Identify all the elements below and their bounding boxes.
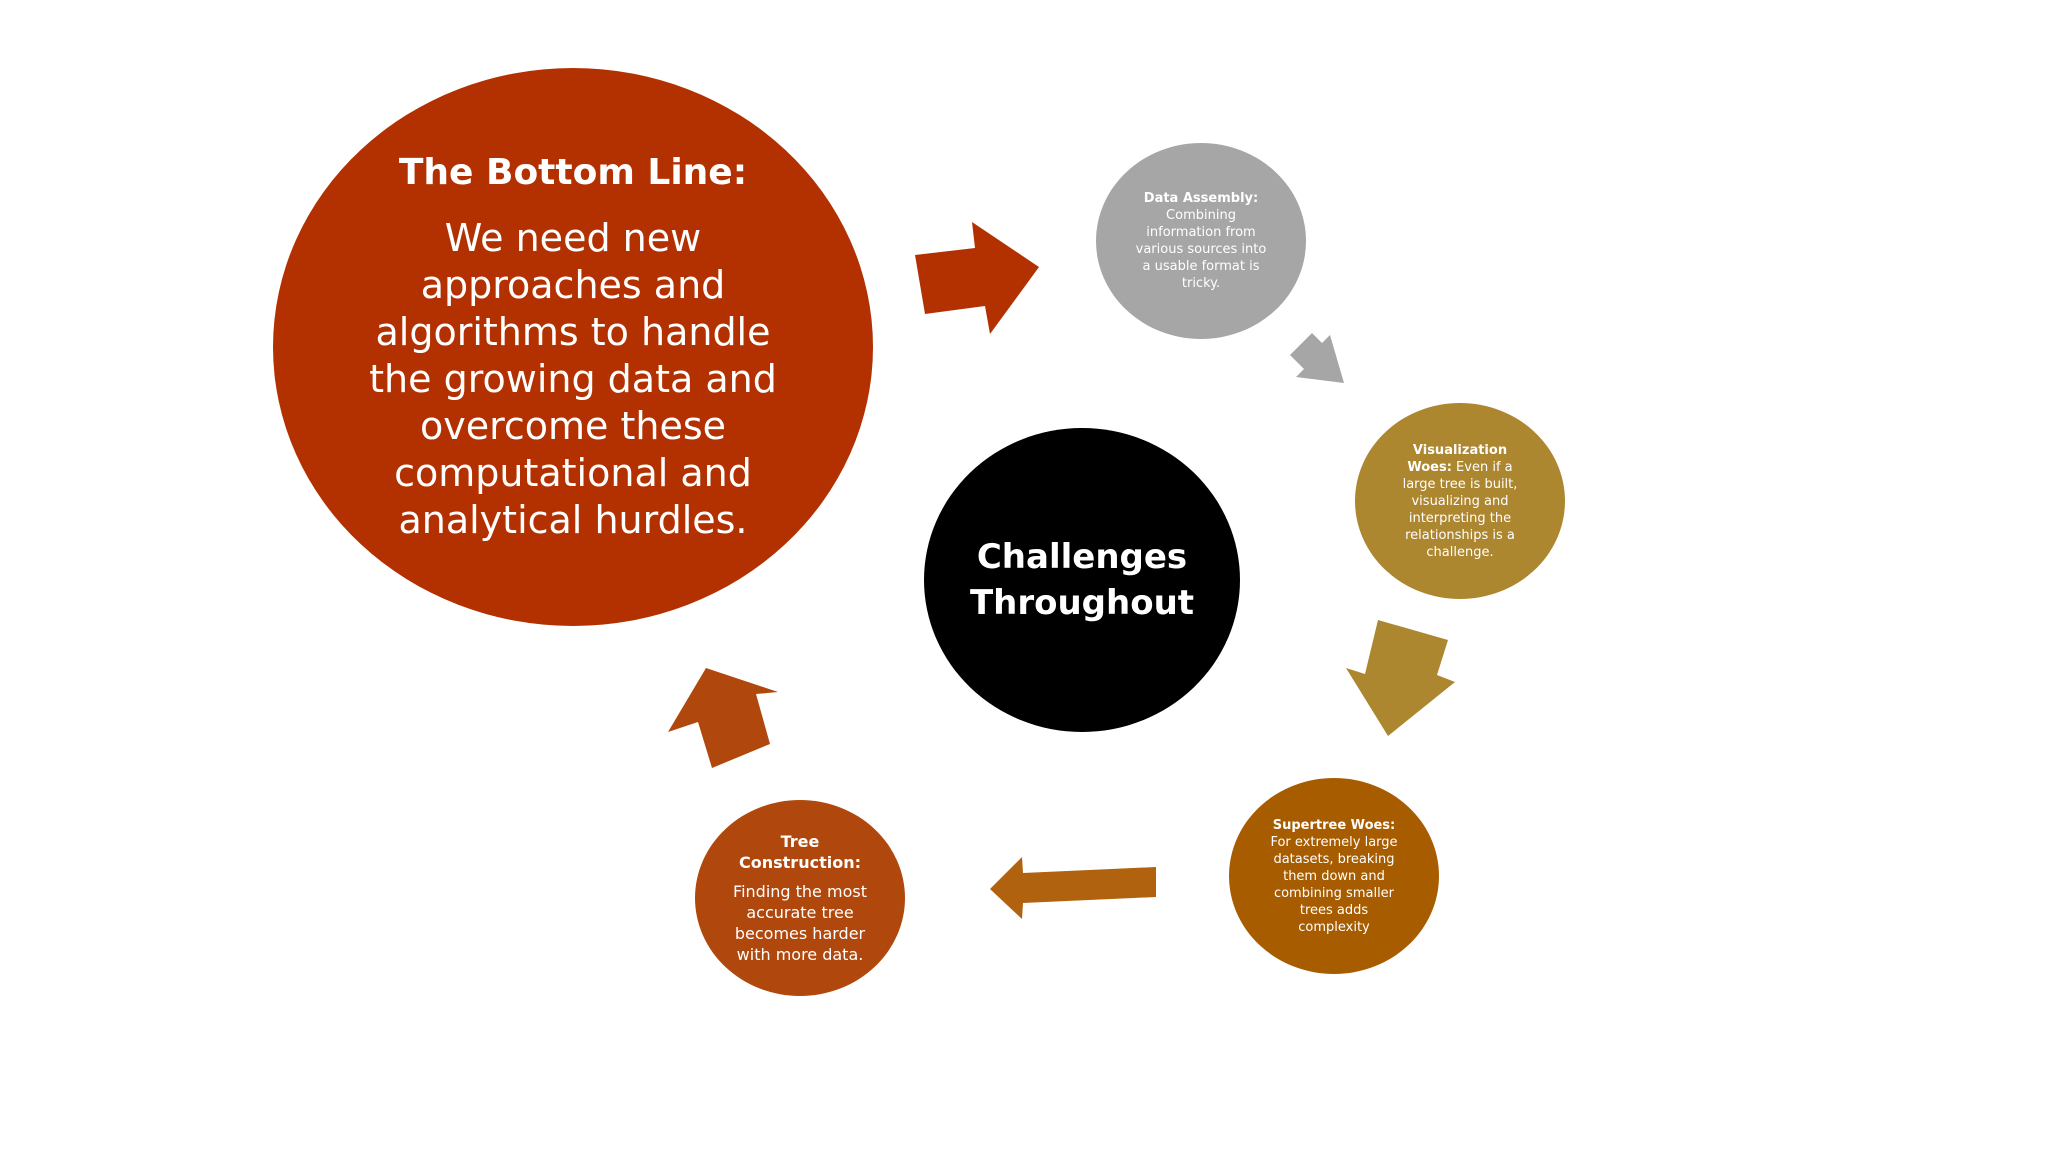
bottom-line-body: We need new approaches and algorithms to… <box>369 215 777 542</box>
arrow-to-supertree <box>1346 620 1455 736</box>
bottom-line-circle: The Bottom Line: We need new approaches … <box>273 68 873 626</box>
arrow-to-tree-construction <box>990 857 1156 919</box>
tree-construction-title: Tree Construction: <box>739 832 861 872</box>
data-assembly-title: Data Assembly: <box>1143 191 1259 206</box>
tree-construction-circle: Tree Construction: Finding the most accu… <box>695 800 905 996</box>
visualization-title: Visualization Woes: <box>1407 442 1508 475</box>
data-assembly-circle: Data Assembly: Combining information fro… <box>1096 143 1306 339</box>
arrow-to-tree-construction-shape <box>990 857 1156 919</box>
supertree-text: Supertree Woes: For extremely large data… <box>1263 817 1405 936</box>
arrow-to-bottom-line <box>668 668 778 768</box>
data-assembly-text: Data Assembly: Combining information fro… <box>1130 190 1272 292</box>
arrow-to-visualization-shape <box>1290 333 1344 383</box>
bottom-line-heading: The Bottom Line: <box>398 151 748 193</box>
supertree-title: Supertree Woes: <box>1272 817 1396 833</box>
data-assembly-body: Combining information from various sourc… <box>1135 208 1267 291</box>
visualization-text: Visualization Woes: Even if a large tree… <box>1389 442 1531 561</box>
arrow-to-bottom-line-shape <box>668 668 778 768</box>
center-label: Challenges Throughout <box>969 537 1195 623</box>
center-circle: Challenges Throughout <box>924 428 1240 732</box>
visualization-body: Even if a large tree is built, visualizi… <box>1402 459 1518 560</box>
supertree-body: For extremely large datasets, breaking t… <box>1270 834 1398 935</box>
arrow-to-supertree-shape <box>1346 620 1455 736</box>
visualization-circle: Visualization Woes: Even if a large tree… <box>1355 403 1565 599</box>
arrow-to-visualization <box>1290 333 1344 383</box>
supertree-circle: Supertree Woes: For extremely large data… <box>1229 778 1439 974</box>
arrow-to-data-assembly-shape <box>915 222 1039 334</box>
tree-construction-body: Finding the most accurate tree becomes h… <box>733 882 867 964</box>
arrow-to-data-assembly <box>915 222 1039 334</box>
